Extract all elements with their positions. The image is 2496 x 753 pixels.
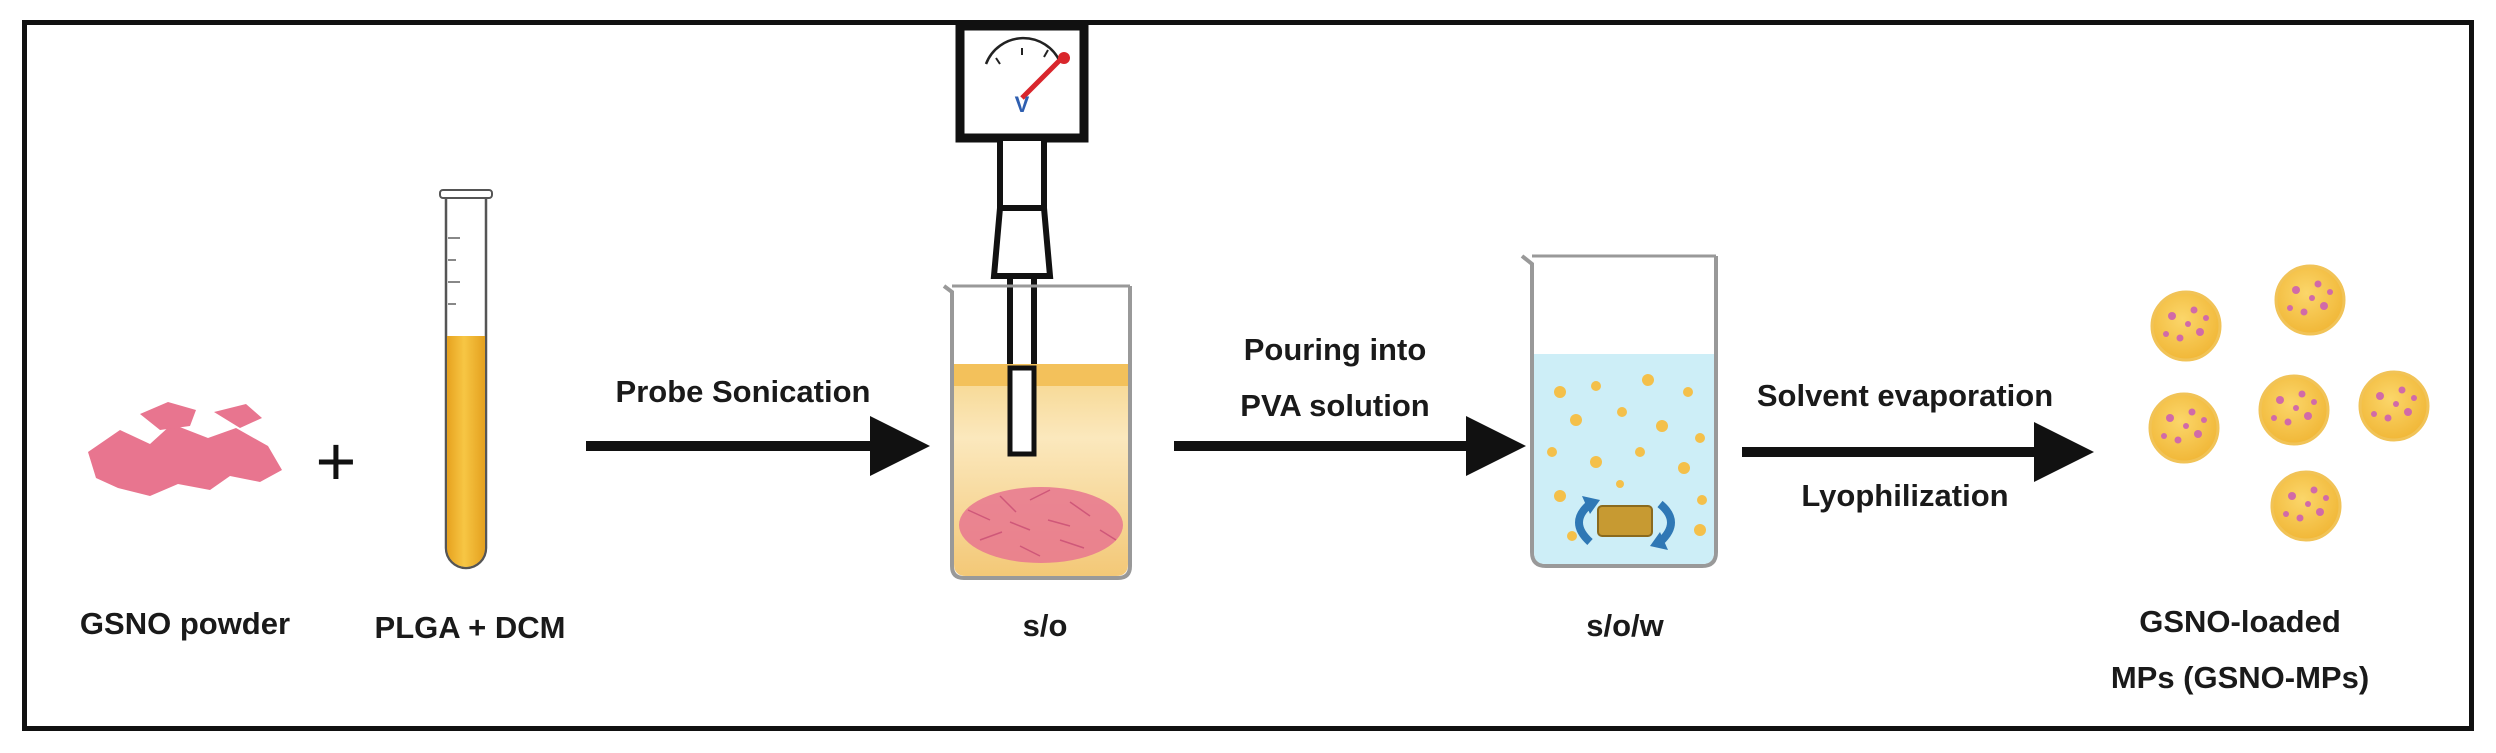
label-product-line1: GSNO-loaded xyxy=(2139,604,2341,639)
beaker-so xyxy=(942,284,1132,580)
microparticle xyxy=(2148,392,2220,464)
label-sow: s/o/w xyxy=(1586,608,1664,643)
microparticle xyxy=(2258,374,2330,446)
label-pouring-line2: PVA solution xyxy=(1240,388,1430,423)
beaker-sow xyxy=(1520,254,1718,568)
label-lyophilization: Lyophilization xyxy=(1801,478,2009,513)
voltmeter-symbol: V xyxy=(1015,92,1030,117)
oil-droplets xyxy=(1547,374,1707,541)
microparticles xyxy=(2148,264,2430,542)
label-plga-dcm: PLGA + DCM xyxy=(374,610,566,645)
microparticle xyxy=(2150,290,2222,362)
stir-arrow-left-icon xyxy=(1575,500,1593,545)
label-solvent-evaporation: Solvent evaporation xyxy=(1756,378,2054,413)
label-product-line2: MPs (GSNO-MPs) xyxy=(2110,660,2370,695)
label-probe-sonication: Probe Sonication xyxy=(615,374,871,409)
microparticle xyxy=(2358,370,2430,442)
microparticle xyxy=(2270,470,2342,542)
stir-arrow-right-icon xyxy=(1657,500,1675,545)
plus-sign: + xyxy=(316,422,357,500)
label-so: s/o xyxy=(1022,608,1068,643)
label-gsno-powder: GSNO powder xyxy=(79,606,291,641)
diagram-frame xyxy=(22,20,2474,731)
test-tube xyxy=(439,189,493,570)
label-pouring-line1: Pouring into xyxy=(1243,332,1427,367)
microparticle xyxy=(2274,264,2346,336)
gsno-powder xyxy=(88,402,282,496)
